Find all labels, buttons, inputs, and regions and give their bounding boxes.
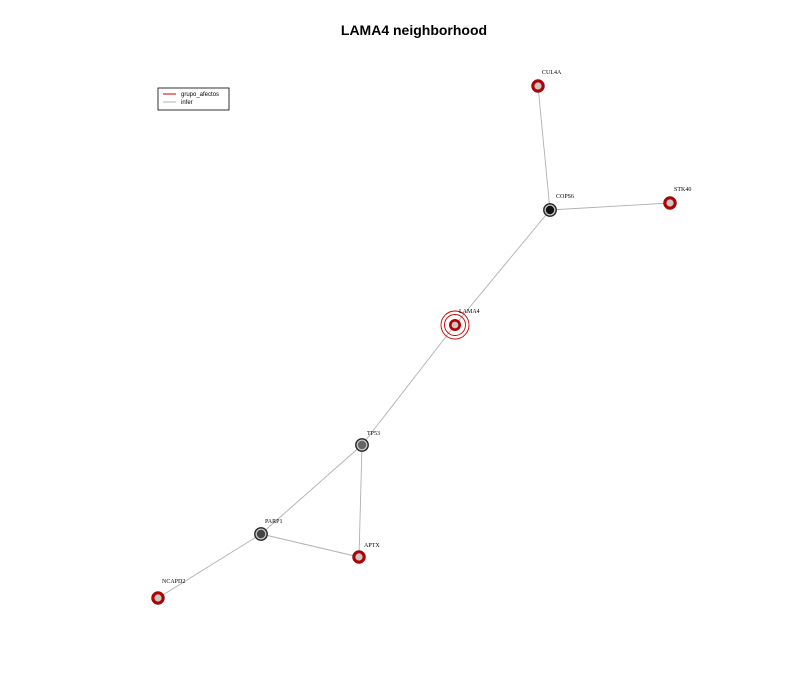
node-ncapd2[interactable]: NCAPD2 [151,579,186,605]
edges-layer [157,85,671,599]
legend: grupo_afectos infer [157,87,230,111]
node-stk40[interactable]: STK40 [663,187,692,210]
edge-parp1-ncapd2 [157,533,262,599]
node-core [154,594,162,602]
node-core [357,440,367,450]
node-core [545,205,555,215]
node-cul4a[interactable]: CUL4A [531,70,563,93]
node-core [534,82,542,90]
node-label-lama4: LAMA4 [459,309,480,315]
edge-tp53-aptx [358,444,363,558]
node-core [451,321,459,329]
edge-cul4a-cops6 [537,85,551,211]
node-core [256,529,266,539]
node-label-ncapd2: NCAPD2 [162,579,185,585]
diagram-title: LAMA4 neighborhood [341,22,487,38]
focus-ring-inner [444,314,466,336]
node-core [666,199,674,207]
node-lama4[interactable]: LAMA4 [440,309,480,340]
node-tp53[interactable]: TP53 [355,431,380,452]
node-label-cops6: COPS6 [556,194,574,200]
node-aptx[interactable]: APTX [352,543,381,564]
edge-lama4-tp53 [361,324,456,446]
legend-label-infer: infer [181,100,193,106]
node-label-stk40: STK40 [674,187,691,193]
focus-ring-outer [440,310,470,340]
node-label-cul4a: CUL4A [542,70,562,76]
node-label-aptx: APTX [364,543,380,549]
node-parp1[interactable]: PARP1 [254,519,283,541]
edge-parp1-aptx [260,533,360,558]
node-cops6[interactable]: COPS6 [543,194,574,217]
edge-tp53-parp1 [260,444,363,535]
edge-stk40-cops6 [549,202,671,211]
node-core [355,553,363,561]
edge-cops6-lama4 [454,209,551,326]
legend-label-grupo-afectos: grupo_afectos [181,92,219,98]
node-label-tp53: TP53 [367,431,380,437]
node-label-parp1: PARP1 [265,519,282,525]
